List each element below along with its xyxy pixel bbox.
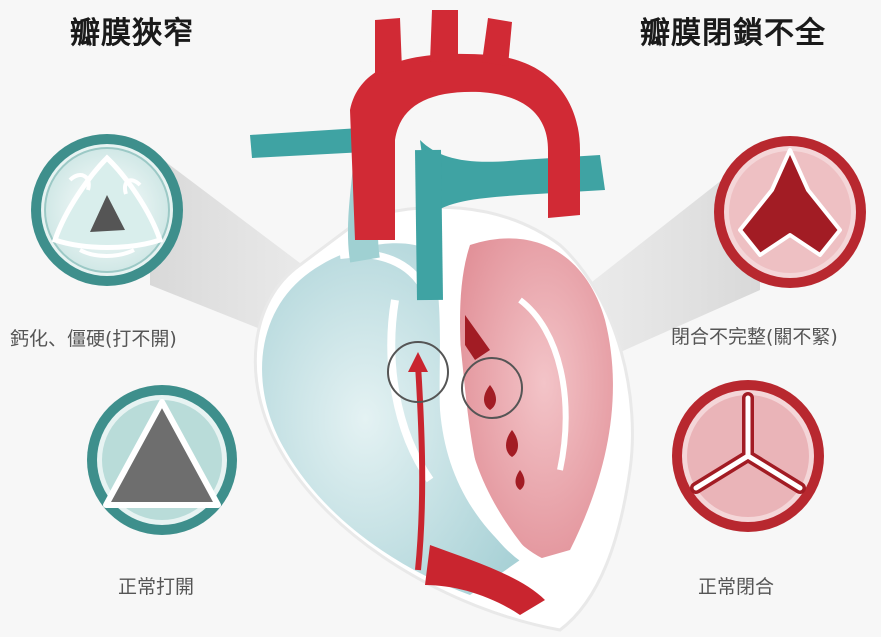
normal-closed-caption: 正常閉合 [698,572,774,599]
calcified-caption: 鈣化、僵硬(打不開) [10,324,177,351]
incomplete-closure-valve-icon [714,136,866,288]
calcified-valve-icon [31,134,183,286]
normal-open-valve-icon [87,385,237,535]
stenosis-title: 瓣膜狹窄 [70,8,194,52]
regurgitation-title: 瓣膜閉鎖不全 [640,8,826,52]
incomplete-closure-caption: 閉合不完整(關不緊) [671,322,838,349]
normal-open-caption: 正常打開 [118,572,194,599]
normal-closed-valve-icon [672,380,824,532]
